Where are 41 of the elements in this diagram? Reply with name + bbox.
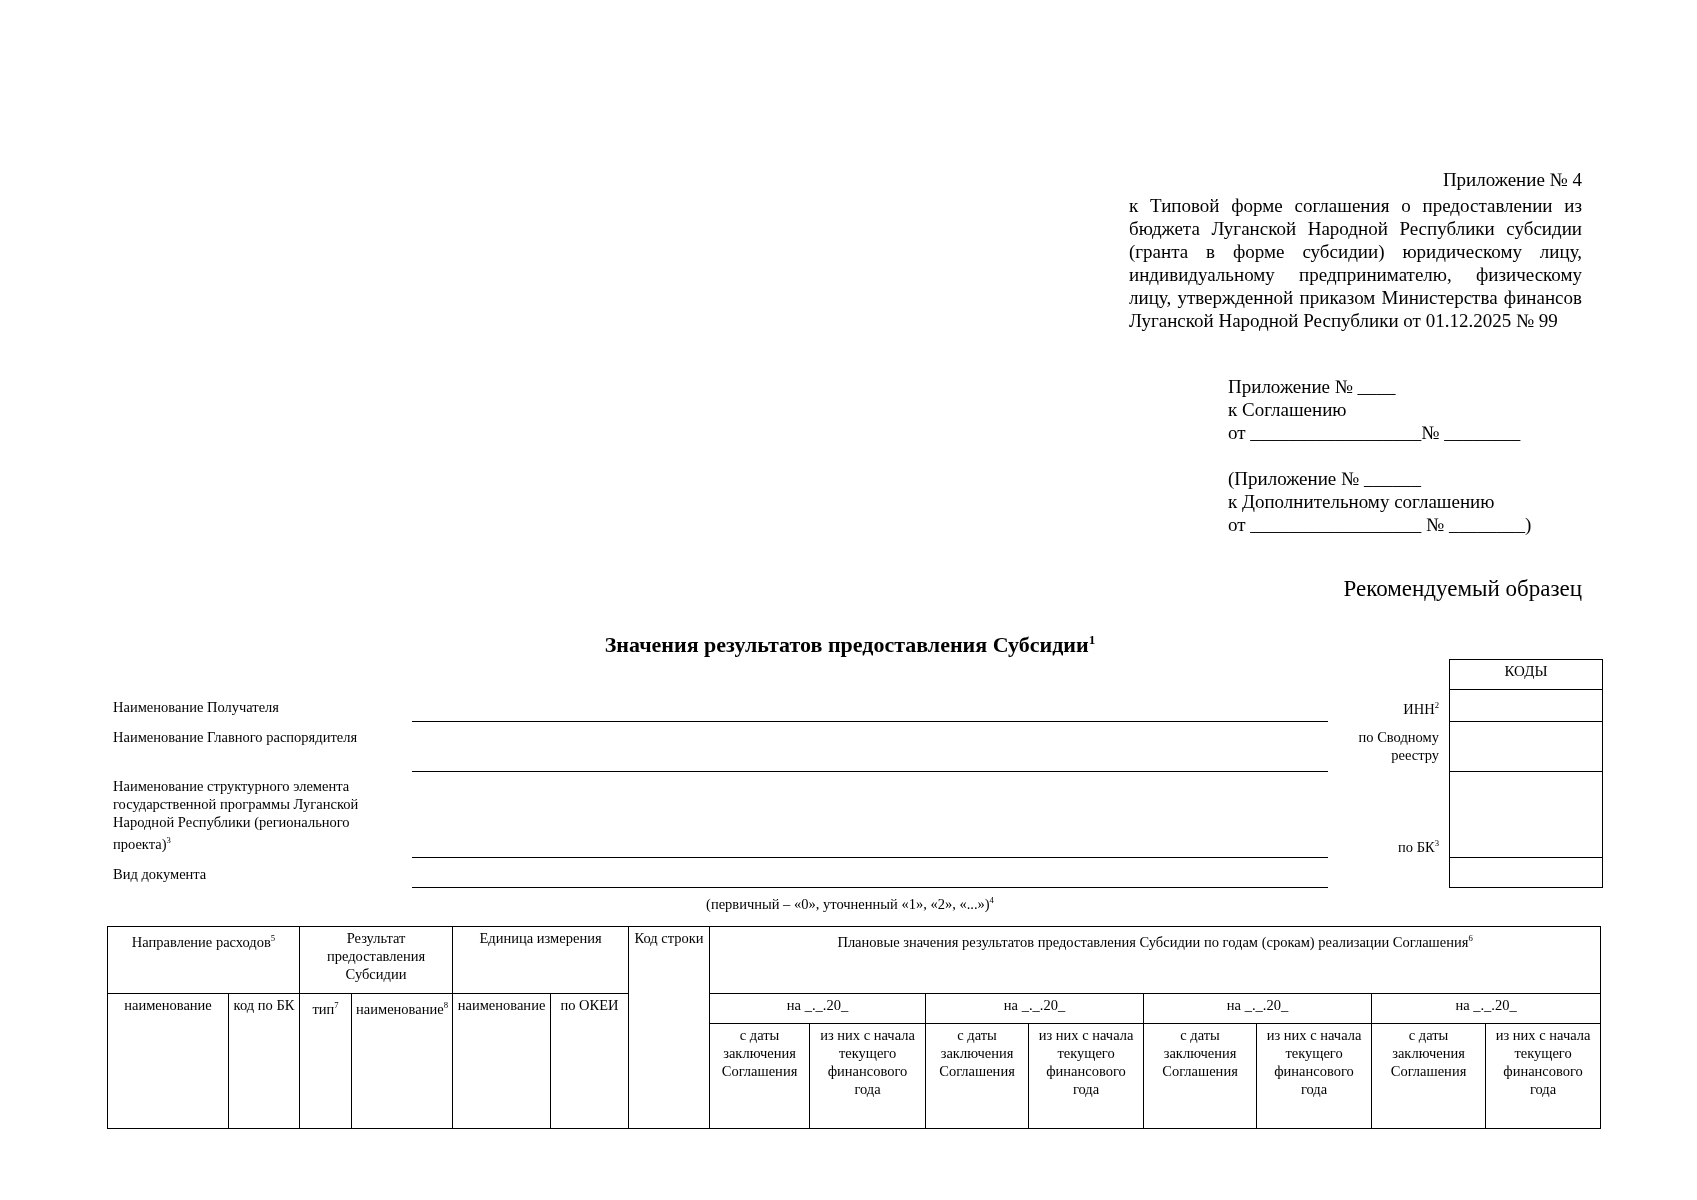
field-hint: (первичный – «0», уточненный «1», «2», «...»)$^{4}$: [705, 894, 995, 913]
table-header-cell: КОДЫ: [1449, 659, 1603, 690]
table-header-cell: с даты заключения Соглашения: [925, 1023, 1029, 1129]
table-header-cell: Код строки: [628, 926, 710, 1129]
field-label: Наименование Главного распорядителя: [113, 728, 358, 746]
appendix-heading: Приложение № 4: [1441, 168, 1582, 191]
table-header-cell: из них с начала текущего финансового года: [809, 1023, 926, 1129]
table-header-cell: из них с начала текущего финансового года: [1028, 1023, 1144, 1129]
appendix-line: к Соглашению: [1228, 398, 1347, 421]
table-header-cell: код по БК: [228, 993, 300, 1129]
sample-note: Рекомендуемый образец: [1343, 576, 1582, 602]
table-header-cell: на _._.20_: [925, 993, 1144, 1024]
appendix-line: к Дополнительному соглашению: [1228, 490, 1495, 513]
table-header-cell: из них с начала текущего финансового года: [1256, 1023, 1372, 1129]
appendix-note: к Типовой форме соглашения о предоставлении из бюджета Луганской Народной Республики субсидии (гранта в форме субсидии) юридическому лицу, индивидуальному предпринимателю, физическому лицу, утвержденной приказом Министерства финансов Луганской Народной Республики от 01.12.2025 № 99: [1129, 194, 1582, 332]
table-header-cell: Направление расходов$^{5}$: [107, 926, 300, 994]
appendix-line: от __________________ № ________): [1228, 513, 1532, 536]
form-title: Значения результатов предоставления Субсидии$^{1}$: [603, 632, 1097, 659]
table-header-cell: на _._.20_: [709, 993, 926, 1024]
table-header-cell: на _._.20_: [1143, 993, 1372, 1024]
table-header-cell: из них с начала текущего финансового года: [1485, 1023, 1601, 1129]
table-header-cell: с даты заключения Соглашения: [709, 1023, 810, 1129]
table-header-cell: на _._.20_: [1371, 993, 1601, 1024]
table-header-cell: наименование$^{8}$: [351, 993, 453, 1129]
table-header-cell: Результат предоставления Субсидии: [299, 926, 453, 994]
code-label: ИНН$^{2}$: [1403, 699, 1439, 718]
code-label: по Сводному реестру: [1357, 728, 1439, 764]
table-header-cell: Единица измерения: [452, 926, 629, 994]
table-header-cell: наименование: [452, 993, 551, 1129]
table-header-cell: тип$^{7}$: [299, 993, 352, 1129]
field-label: Наименование Получателя: [113, 698, 279, 716]
table-header-cell: наименование: [107, 993, 229, 1129]
table-header-cell: с даты заключения Соглашения: [1143, 1023, 1257, 1129]
appendix-line: (Приложение № ______: [1228, 467, 1421, 490]
appendix-line: Приложение № ____: [1228, 375, 1396, 398]
appendix-line: от __________________№ ________: [1228, 421, 1521, 444]
table-header-cell: Плановые значения результатов предоставления Субсидии по годам (срокам) реализации Соглашения$^{6}$: [709, 926, 1601, 994]
field-label: Вид документа: [113, 865, 207, 883]
table-header-cell: с даты заключения Соглашения: [1371, 1023, 1486, 1129]
code-label: по БК$^{3}$: [1398, 837, 1439, 856]
field-label: Наименование структурного элемента государственной программы Луганской Народной Республики (регионального проекта)$^{3}$: [113, 777, 360, 853]
